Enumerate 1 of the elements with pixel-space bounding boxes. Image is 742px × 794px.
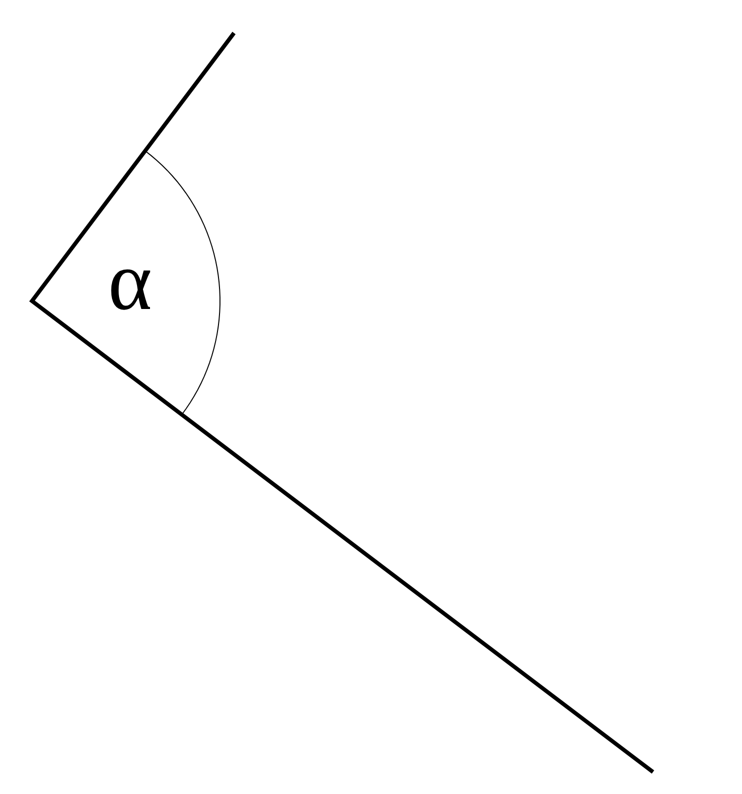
angle-label: α — [108, 240, 152, 324]
